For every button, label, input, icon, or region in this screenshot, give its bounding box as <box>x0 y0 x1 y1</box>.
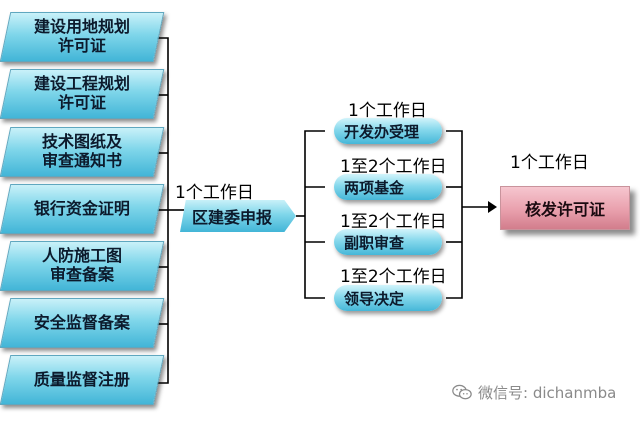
step-3-pill: 副职审查 <box>334 229 442 255</box>
input-bank-funds: 银行资金证明 <box>0 184 165 234</box>
step-3-day-label: 1至2个工作日 <box>340 212 447 232</box>
input-civil-defense: 人防施工图 审查备案 <box>0 241 165 291</box>
hub-district-commission: 区建委申报 <box>180 200 296 232</box>
final-issue-permit: 核发许可证 <box>500 186 630 230</box>
watermark: 微信号: dichanmba <box>452 382 616 403</box>
step-4-pill: 领导决定 <box>334 285 442 311</box>
step-2-pill: 两项基金 <box>334 174 442 200</box>
right-bracket <box>446 130 463 299</box>
wechat-icon <box>452 384 472 400</box>
step-2-day-label: 1至2个工作日 <box>340 157 447 177</box>
input-safety-filing: 安全监督备案 <box>0 298 165 348</box>
step-4-day-label: 1至2个工作日 <box>340 267 447 287</box>
middle-bracket <box>304 130 325 299</box>
input-land-use-permit: 建设用地规划 许可证 <box>0 12 165 62</box>
step-1-pill: 开发办受理 <box>334 118 442 144</box>
step-1-day-label: 1个工作日 <box>348 101 427 121</box>
input-quality-registration: 质量监督注册 <box>0 355 165 405</box>
input-drawings-review: 技术图纸及 审查通知书 <box>0 127 165 177</box>
watermark-text: 微信号: dichanmba <box>478 384 617 402</box>
final-day-label: 1个工作日 <box>510 153 589 173</box>
arrowhead <box>488 201 497 213</box>
hub-day-label: 1个工作日 <box>175 183 254 203</box>
input-engineering-permit: 建设工程规划 许可证 <box>0 69 165 119</box>
